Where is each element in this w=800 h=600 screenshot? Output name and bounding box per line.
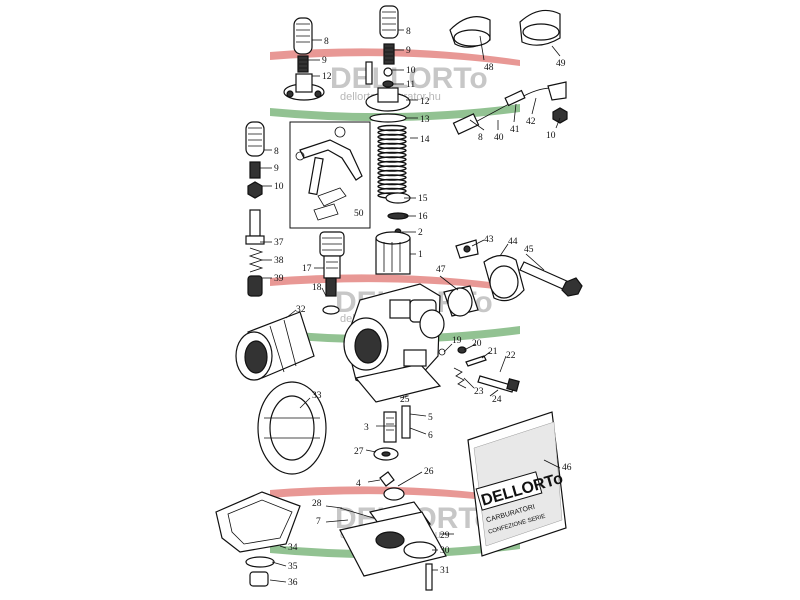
callout-42: 42 <box>526 117 536 127</box>
air-filter-32 <box>235 311 315 381</box>
callout-23: 23 <box>474 387 484 397</box>
callout-labels: 8 9 12 8 9 10 11 12 13 14 15 16 2 1 8 9 … <box>274 27 572 588</box>
slide-spring <box>377 124 407 199</box>
callout-30: 30 <box>440 546 450 556</box>
callout-5: 5 <box>428 413 433 423</box>
watermark-brand: DELLORTo <box>330 62 488 95</box>
inset-label: 50 <box>354 209 364 219</box>
callout-38: 38 <box>274 256 284 266</box>
callout-24: 24 <box>492 395 502 405</box>
callout-47: 47 <box>436 265 446 275</box>
choke-plunger-assembly <box>245 121 265 297</box>
callout-4: 4 <box>356 479 361 489</box>
callout-8: 8 <box>478 133 483 143</box>
callout-41: 41 <box>510 125 520 135</box>
intake-manifold <box>443 239 583 317</box>
callout-45: 45 <box>524 245 534 255</box>
air-filter-33 <box>257 381 327 475</box>
callout-9: 9 <box>406 46 411 56</box>
callout-31: 31 <box>440 566 450 576</box>
lead-lines <box>260 29 561 583</box>
main-jet-parts <box>373 405 411 461</box>
callout-49: 49 <box>556 59 566 69</box>
callout-48: 48 <box>484 63 494 73</box>
callout-29: 29 <box>440 531 450 541</box>
callout-34: 34 <box>288 543 298 553</box>
callout-27: 27 <box>354 447 364 457</box>
callout-3: 3 <box>364 423 369 433</box>
callout-10: 10 <box>546 131 556 141</box>
callout-9: 9 <box>274 164 279 174</box>
callout-14: 14 <box>420 135 430 145</box>
callout-8: 8 <box>406 27 411 37</box>
callout-19: 19 <box>452 336 462 346</box>
callout-32: 32 <box>296 305 306 315</box>
callout-39: 39 <box>274 274 284 284</box>
callout-18: 18 <box>312 283 322 293</box>
callout-25: 25 <box>400 395 410 405</box>
callout-17: 17 <box>302 264 312 274</box>
callout-43: 43 <box>484 235 494 245</box>
callout-21: 21 <box>488 347 498 357</box>
callout-20: 20 <box>472 339 482 349</box>
callout-16: 16 <box>418 212 428 222</box>
callout-6: 6 <box>428 431 433 441</box>
idle-jet-assembly <box>319 231 345 315</box>
callout-7: 7 <box>316 517 321 527</box>
callout-13: 13 <box>420 115 430 125</box>
gasket-bag: DELLORTo CARBURATORI CONFEZIONE SERIE <box>467 411 567 557</box>
callout-46: 46 <box>562 463 572 473</box>
inset-box: 50 <box>289 121 371 229</box>
cap-48 <box>449 16 491 48</box>
callout-11: 11 <box>406 80 415 90</box>
callout-12: 12 <box>322 72 332 82</box>
callout-22: 22 <box>506 351 516 361</box>
callout-8: 8 <box>324 37 329 47</box>
callout-33: 33 <box>312 391 322 401</box>
throttle-cable <box>452 81 568 135</box>
throttle-slide <box>375 192 411 275</box>
callout-1: 1 <box>418 250 423 260</box>
callout-10: 10 <box>274 182 284 192</box>
callout-37: 37 <box>274 238 284 248</box>
callout-35: 35 <box>288 562 298 572</box>
mixture-screws <box>438 346 520 393</box>
callout-28: 28 <box>312 499 322 509</box>
center-cable-adjuster <box>365 5 411 123</box>
carburetor-body <box>343 283 445 403</box>
callout-44: 44 <box>508 237 518 247</box>
float-assembly <box>339 471 447 591</box>
callout-10: 10 <box>406 66 416 76</box>
left-cable-adjuster <box>283 17 325 101</box>
callout-12: 12 <box>420 97 430 107</box>
callout-8: 8 <box>274 147 279 157</box>
callout-40: 40 <box>494 133 504 143</box>
callout-2: 2 <box>418 228 423 238</box>
callout-15: 15 <box>418 194 428 204</box>
lower-bowl <box>215 491 301 587</box>
cap-49 <box>519 9 561 46</box>
callout-26: 26 <box>424 467 434 477</box>
callout-9: 9 <box>322 56 327 66</box>
callout-36: 36 <box>288 578 298 588</box>
